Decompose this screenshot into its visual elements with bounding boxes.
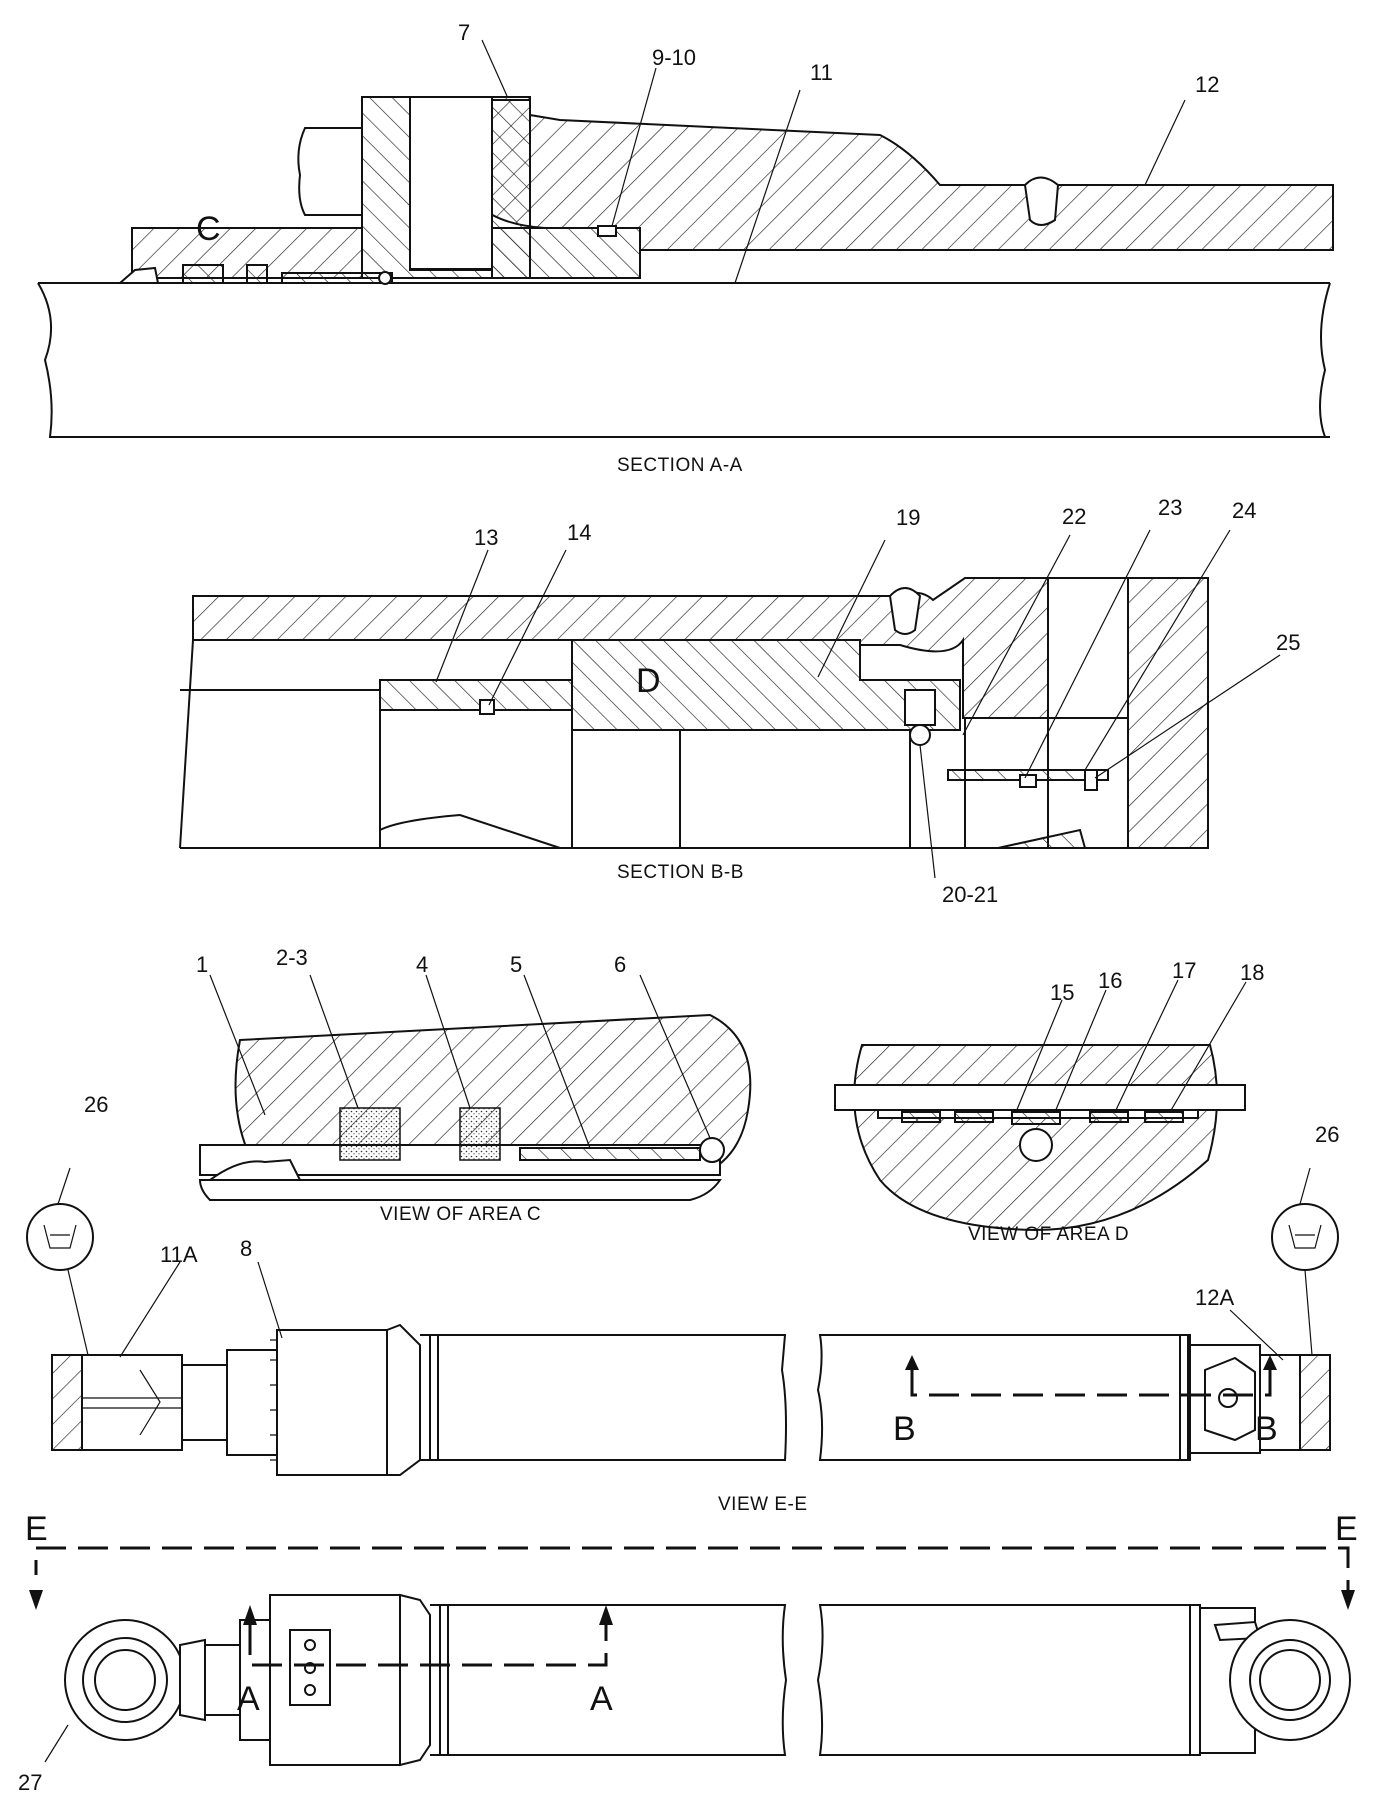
area-d-label: D: [636, 662, 661, 700]
gland-bore: [409, 96, 493, 270]
section-bb: 13 14 19 22 23 24 25 20-21 D SECTION B-B: [179, 495, 1300, 907]
ring-25: [1084, 769, 1098, 791]
gland-lower-part: [491, 227, 641, 279]
callout-9-10: 9-10: [652, 45, 696, 70]
callout-16: 16: [1098, 968, 1122, 993]
ring-detail-18: [1144, 1111, 1184, 1123]
bb-body-lines: [179, 639, 1208, 849]
seal-22: [904, 689, 936, 726]
seal-2-3: [182, 264, 224, 284]
rod-body: [37, 282, 1331, 438]
callout-12a: 12A: [1195, 1285, 1234, 1310]
callout-18: 18: [1240, 960, 1264, 985]
oring-6: [378, 271, 392, 285]
callout-6: 6: [614, 952, 626, 977]
view-ee-caption: VIEW E-E: [718, 1494, 808, 1515]
seal-4: [246, 264, 268, 284]
section-aa: 7 9-10 11 12 C SECTION A-A: [37, 20, 1334, 476]
cut-a-left: A: [237, 1680, 260, 1718]
seal-detail-4: [459, 1107, 501, 1161]
rod-neck: [181, 1364, 228, 1441]
oring-detail-6: [699, 1137, 725, 1163]
callout-19: 19: [896, 505, 920, 530]
section-aa-caption: SECTION A-A: [617, 455, 743, 476]
callout-13: 13: [474, 525, 498, 550]
callout-26-left: 26: [84, 1092, 108, 1117]
callout-8: 8: [240, 1236, 252, 1261]
callout-12: 12: [1195, 72, 1219, 97]
ring-detail-b: [954, 1111, 994, 1123]
callout-7: 7: [458, 20, 470, 45]
ring-14: [479, 699, 495, 715]
wiper-1: [117, 266, 160, 284]
tube-right: [816, 1334, 1191, 1461]
tube-left: [420, 1334, 787, 1461]
callout-25: 25: [1276, 630, 1300, 655]
bottom-view: E E A A 27: [18, 1510, 1358, 1794]
callout-4: 4: [416, 952, 428, 977]
callout-11: 11: [810, 60, 833, 85]
gland-flange-ee: [386, 1323, 421, 1476]
area-c-detail: 1 2-3 4 5 6 VIEW OF AREA C: [196, 945, 752, 1225]
cut-e-left: E: [25, 1510, 48, 1548]
callout-27: 27: [18, 1770, 42, 1794]
detail-26-right: [1271, 1203, 1339, 1271]
ring-detail-16: [1011, 1111, 1061, 1125]
rod-end-right: [1259, 1354, 1301, 1451]
head-end: [1127, 577, 1209, 849]
callout-17: 17: [1172, 958, 1196, 983]
oring-20-21: [909, 724, 931, 746]
area-d-gap: [834, 1084, 1246, 1111]
bearing-detail-5: [519, 1147, 701, 1161]
area-c-caption: VIEW OF AREA C: [380, 1204, 541, 1225]
oring-detail-15: [1019, 1128, 1053, 1162]
seal-detail-2-3: [339, 1107, 401, 1161]
ring-23: [1019, 774, 1037, 788]
callout-26-right: 26: [1315, 1122, 1339, 1147]
section-bb-caption: SECTION B-B: [617, 862, 744, 883]
cut-b-left: B: [893, 1410, 916, 1448]
rod-end-left-cap: [51, 1354, 83, 1451]
callout-23: 23: [1158, 495, 1182, 520]
area-c-rod: [198, 1179, 722, 1201]
area-c-label: C: [196, 210, 221, 248]
callout-24: 24: [1232, 498, 1256, 523]
rod-collar: [226, 1349, 278, 1456]
ring-detail-17: [1089, 1111, 1129, 1123]
gland-boss: [297, 127, 363, 216]
callout-1: 1: [196, 952, 208, 977]
tube-notch: [888, 587, 922, 635]
cut-e-right: E: [1335, 1510, 1358, 1548]
callout-22: 22: [1062, 504, 1086, 529]
rod-end-right-cap: [1299, 1354, 1331, 1451]
ring-detail-a: [901, 1111, 941, 1123]
callout-11a: 11A: [160, 1242, 198, 1267]
wiper-detail-1: [206, 1158, 302, 1181]
oring-9-10: [597, 225, 617, 237]
detail-26-left: [26, 1203, 94, 1271]
callout-15: 15: [1050, 980, 1074, 1005]
head-notch: [1023, 176, 1060, 226]
gland-8: [276, 1329, 388, 1476]
head-port: [1047, 577, 1129, 719]
cut-b-right: B: [1255, 1410, 1278, 1448]
piston-19: [571, 639, 961, 731]
callout-2-3: 2-3: [276, 945, 308, 970]
view-ee: 26 26 B B 11A 8 12A VIEW E-E: [26, 1092, 1339, 1515]
area-d-caption: VIEW OF AREA D: [968, 1224, 1129, 1245]
cone-part: [997, 828, 1087, 849]
rod-end-left: [81, 1354, 183, 1451]
callout-5: 5: [510, 952, 522, 977]
area-d-detail: 15 16 17 18 VIEW OF AREA D: [834, 958, 1264, 1245]
callout-14: 14: [567, 520, 591, 545]
callout-20-21: 20-21: [942, 882, 998, 907]
cut-a-right: A: [590, 1680, 613, 1718]
bearing-5: [281, 272, 393, 284]
sleeve-13: [379, 679, 573, 711]
